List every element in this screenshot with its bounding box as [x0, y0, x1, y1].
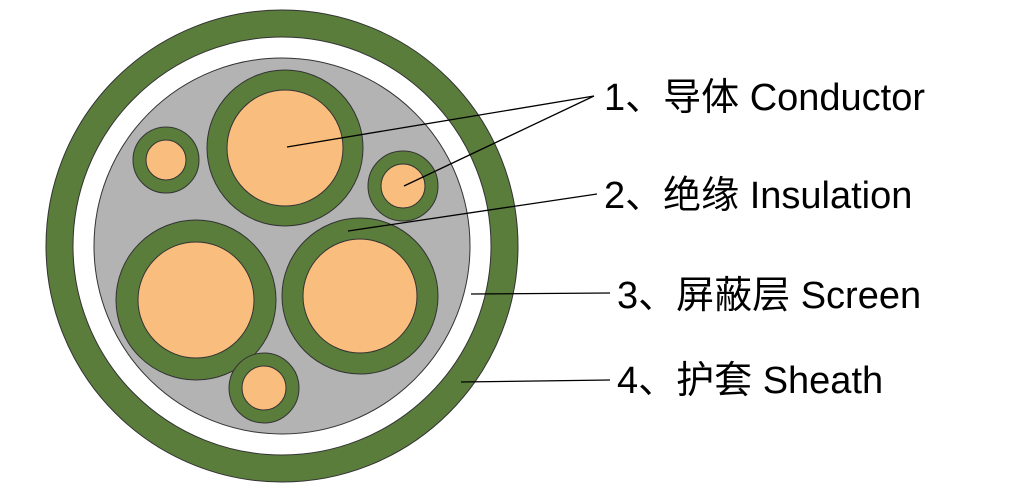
label-conductor: 1、导体 Conductor [604, 77, 925, 119]
conductor-top [226, 89, 344, 207]
conductor-bottom-left [137, 241, 255, 359]
label-sheath: 4、护套 Sheath [617, 360, 883, 402]
leader-lines [286, 95, 611, 383]
leader-line-sheath [460, 379, 611, 383]
conductor-left-small [145, 139, 187, 181]
cable-cores [115, 69, 439, 424]
conductor-right-small [380, 163, 426, 209]
leader-line-conductor-a [286, 95, 595, 148]
labels: 1、导体 Conductor 2、绝缘 Insulation 3、屏蔽层 Scr… [604, 77, 925, 402]
conductor-bottom-right [302, 238, 418, 354]
label-insulation: 2、绝缘 Insulation [604, 175, 912, 217]
conductor-bottom-small [241, 365, 287, 411]
label-screen: 3、屏蔽层 Screen [617, 275, 921, 317]
leader-line-insulation [347, 193, 598, 232]
leader-line-conductor-b [403, 95, 595, 187]
leader-line-screen [470, 292, 611, 295]
